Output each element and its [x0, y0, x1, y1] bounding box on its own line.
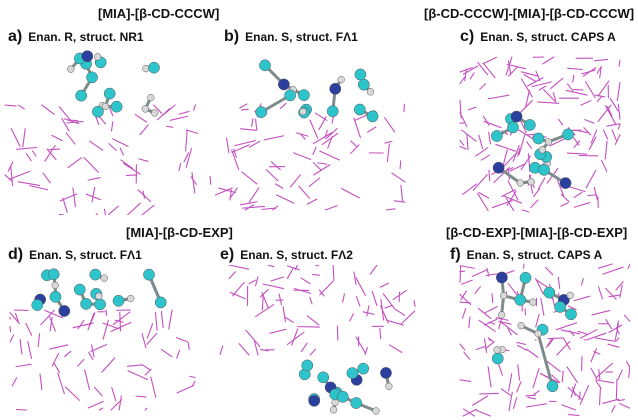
- panel-caption: Enan. S, struct. CAPS A: [466, 248, 603, 262]
- panel-caption: Enan. S, struct. FΛ2: [240, 248, 353, 262]
- scene-d-svg: [9, 268, 196, 411]
- scene-e: [210, 265, 425, 420]
- guest-molecule: [67, 50, 160, 118]
- panel-letter: c): [460, 28, 475, 45]
- scene-b-svg: [209, 59, 406, 211]
- panel-letter: b): [224, 28, 240, 45]
- group-title-cccw-mia-cccw: [β-CD-CCCW]-[MIA]-[β-CD-CCCW]: [424, 6, 635, 21]
- group-title-mia-cccw: [MIA]-[β-CD-CCCW]: [98, 6, 220, 21]
- panel-label-a: a) Enan. R, struct. NR1: [8, 28, 144, 46]
- guest-molecule: [31, 268, 167, 317]
- scene-e-svg: [219, 265, 416, 415]
- panel-letter: a): [8, 28, 23, 45]
- scene-f-svg: [459, 263, 630, 417]
- panel-label-c: c) Enan. S, struct. CAPS A: [460, 28, 616, 46]
- cyclodextrin-ring: [9, 309, 196, 411]
- cyclodextrin-ring: [219, 265, 416, 356]
- panel-label-e: e) Enan. S, struct. FΛ2: [220, 246, 353, 264]
- guest-molecule: [255, 59, 379, 123]
- scene-d: [0, 265, 210, 415]
- panel-letter: e): [220, 246, 235, 263]
- panel-caption: Enan. S, struct. FΛ1: [245, 30, 358, 44]
- cyclodextrin-ring-bottom: [459, 337, 630, 417]
- scene-a-svg: [4, 50, 199, 215]
- scene-c-svg: [459, 56, 621, 213]
- scene-a: [0, 50, 210, 215]
- guest-molecule: [490, 110, 574, 189]
- group-title-exp-mia-exp: [β-CD-EXP]-[MIA]-[β-CD-EXP]: [446, 225, 628, 240]
- scene-c: [445, 52, 625, 217]
- panel-caption: Enan. S, struct. CAPS A: [480, 30, 616, 44]
- cyclodextrin-ring-top: [459, 56, 621, 136]
- cyclodextrin-ring-top: [459, 263, 630, 341]
- panel-label-d: d) Enan. S, struct. FΛ1: [8, 246, 142, 264]
- panel-caption: Enan. R, struct. NR1: [28, 30, 144, 44]
- panel-caption: Enan. S, struct. FΛ1: [29, 248, 142, 262]
- cyclodextrin-ring: [4, 104, 199, 215]
- panel-label-f: f) Enan. S, struct. CAPS A: [450, 246, 602, 264]
- guest-molecule: [491, 271, 577, 393]
- panel-letter: f): [450, 246, 461, 263]
- scene-b: [200, 50, 415, 215]
- scene-f: [450, 262, 630, 420]
- panel-label-b: b) Enan. S, struct. FΛ1: [224, 28, 358, 46]
- panel-letter: d): [8, 246, 24, 263]
- guest-molecule: [298, 359, 393, 415]
- group-title-mia-exp: [MIA]-[β-CD-EXP]: [126, 225, 233, 240]
